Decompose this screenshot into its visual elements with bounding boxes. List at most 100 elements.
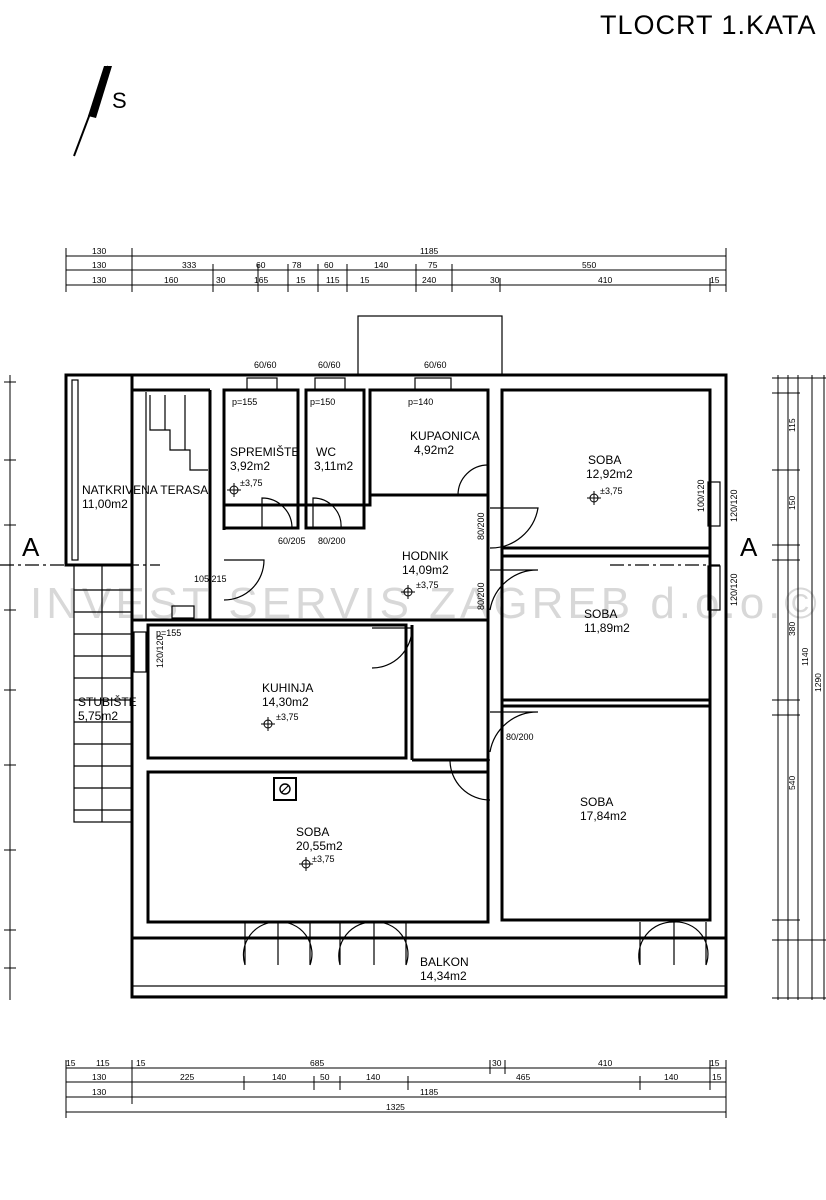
window-tag-soba-2: 120/120 [729, 573, 739, 606]
window-tag-wc: 60/60 [318, 360, 341, 370]
room-name-kuhinja: KUHINJA [262, 681, 313, 695]
room-name-stubiste: STUBIŠTE [78, 694, 137, 709]
dim-bottom-1d: 685 [310, 1058, 324, 1068]
dim-top-3f: 115 [326, 275, 340, 285]
dim-top-2g: 75 [428, 260, 438, 270]
room-area-wc: 3,11m2 [314, 459, 353, 473]
dim-top-3b: 160 [164, 275, 178, 285]
window-tag-kuhinja: 120/120 [155, 635, 165, 668]
room-level-kuhinja: ±3,75 [276, 712, 298, 722]
dim-top-1b: 1185 [420, 246, 439, 256]
room-name-spremiste: SPREMIŠTE [230, 444, 299, 459]
room-name-soba-2: SOBA [584, 607, 617, 621]
dim-top-1a: 130 [92, 246, 106, 256]
dim-bottom-1g: 15 [710, 1058, 720, 1068]
plan-title: TLOCRT 1.KATA [600, 10, 817, 40]
dim-right-5: 1140 [800, 647, 810, 666]
right-dimension-lines [772, 375, 826, 1000]
room-area-hodnik: 14,09m2 [402, 563, 449, 577]
dim-bottom-2g: 140 [664, 1072, 678, 1082]
door-tag-soba-2: 80/200 [476, 582, 486, 610]
room-parapet-kuhinja: p=155 [156, 628, 181, 638]
dim-top-2d: 78 [292, 260, 302, 270]
dim-right-4: 540 [787, 776, 797, 790]
dim-bottom-2e: 140 [366, 1072, 380, 1082]
dim-bottom-1a: 15 [66, 1058, 76, 1068]
north-arrow-icon: S [73, 65, 127, 157]
north-label: S [112, 88, 127, 113]
door-swings [223, 464, 709, 966]
left-dimension-lines [4, 375, 16, 1000]
door-tag-spremiste: 60/205 [278, 536, 306, 546]
dim-top-3k: 15 [710, 275, 720, 285]
dim-top-3c: 30 [216, 275, 226, 285]
door-tag-stair: 105/215 [194, 574, 227, 584]
window-tag-spremiste: 60/60 [254, 360, 277, 370]
dim-top-2e: 60 [324, 260, 334, 270]
window-tag-soba-1: 120/120 [729, 489, 739, 522]
top-dimension-lines [65, 248, 727, 292]
room-level-hodnik: ±3,75 [416, 580, 438, 590]
room-area-stubiste: 5,75m2 [78, 709, 118, 723]
section-label-right: A [740, 532, 758, 562]
room-name-terasa: NATKRIVENA TERASA [82, 483, 208, 497]
dim-bottom-3b: 1185 [420, 1087, 439, 1097]
room-name-soba-1: SOBA [588, 453, 621, 467]
dim-top-3a: 130 [92, 275, 106, 285]
room-area-soba-4: 17,84m2 [580, 809, 627, 823]
dim-bottom-2h: 15 [712, 1072, 722, 1082]
dim-bottom-2a: 130 [92, 1072, 106, 1082]
door-tag-soba-4: 80/200 [506, 732, 534, 742]
room-area-terasa: 11,00m2 [82, 497, 128, 511]
dim-bottom-2f: 465 [516, 1072, 530, 1082]
interior-walls [131, 388, 727, 997]
room-name-kupaonica: KUPAONICA [410, 429, 480, 443]
dim-top-3i: 30 [490, 275, 500, 285]
room-area-soba-3: 20,55m2 [296, 839, 343, 853]
room-area-soba-2: 11,89m2 [584, 621, 630, 635]
room-level-soba-1: ±3,75 [600, 486, 622, 496]
dim-top-3j: 410 [598, 275, 612, 285]
room-area-soba-1: 12,92m2 [586, 467, 633, 481]
room-level-spremiste: ±3,75 [240, 478, 262, 488]
dim-right-6: 1290 [813, 673, 823, 692]
room-area-spremiste: 3,92m2 [230, 459, 270, 473]
window-openings [133, 377, 721, 673]
dim-bottom-total: 1325 [386, 1102, 405, 1112]
stairs [73, 392, 208, 823]
room-name-soba-3: SOBA [296, 825, 329, 839]
dim-top-2a: 130 [92, 260, 106, 270]
dim-bottom-2d: 50 [320, 1072, 330, 1082]
room-parapet-kupaonica: p=140 [408, 397, 433, 407]
dim-top-2b: 333 [182, 260, 196, 270]
room-level-soba-3: ±3,75 [312, 854, 334, 864]
room-area-kuhinja: 14,30m2 [262, 695, 309, 709]
dim-right-3: 380 [787, 622, 797, 636]
room-area-kupaonica: 4,92m2 [414, 443, 454, 457]
dim-top-3h: 240 [422, 275, 436, 285]
dim-bottom-2c: 140 [272, 1072, 286, 1082]
dim-right-2: 150 [787, 496, 797, 510]
dim-bottom-1e: 30 [492, 1058, 502, 1068]
dim-top-2c: 60 [256, 260, 266, 270]
section-label-left: A [22, 532, 40, 562]
dim-right-1: 115 [787, 418, 797, 432]
door-tag-wc: 80/200 [318, 536, 346, 546]
level-markers [227, 483, 601, 871]
dim-top-3d: 165 [254, 275, 268, 285]
window-tag-kupaonica: 60/60 [424, 360, 447, 370]
dim-top-2f: 140 [374, 260, 388, 270]
bottom-dimension-lines [65, 1060, 727, 1118]
door-tag-soba-1: 80/200 [476, 512, 486, 540]
room-name-hodnik: HODNIK [402, 549, 449, 563]
dim-bottom-2b: 225 [180, 1072, 194, 1082]
room-area-balkon: 14,34m2 [420, 969, 467, 983]
dim-bottom-3a: 130 [92, 1087, 106, 1097]
dim-bottom-1f: 410 [598, 1058, 612, 1068]
dim-top-2h: 550 [582, 260, 596, 270]
dim-bottom-1c: 15 [136, 1058, 146, 1068]
room-parapet-spremiste: p=155 [232, 397, 257, 407]
room-name-soba-4: SOBA [580, 795, 613, 809]
dim-top-3g: 15 [360, 275, 370, 285]
